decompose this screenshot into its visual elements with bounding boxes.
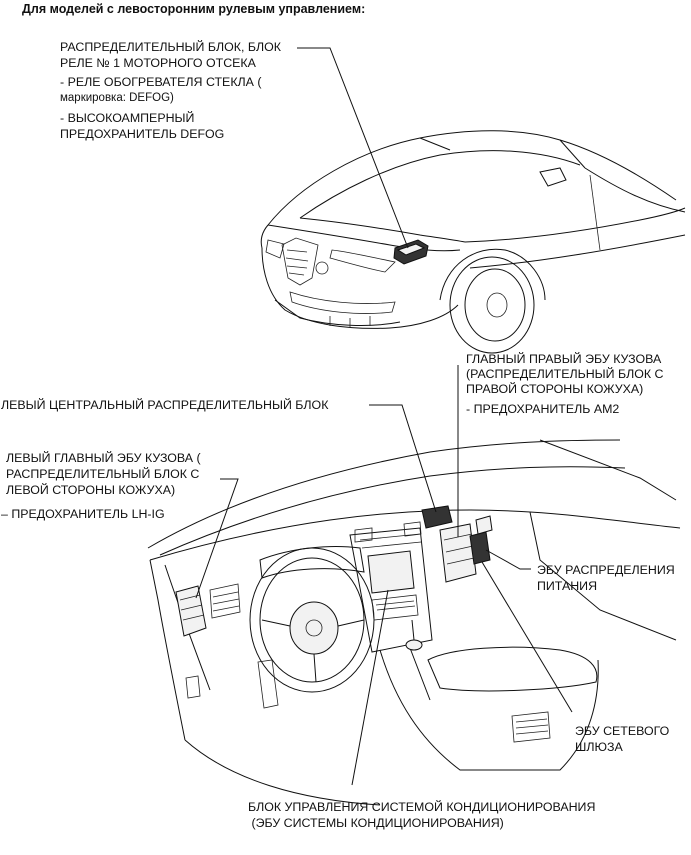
label-right-ecu-line1: ГЛАВНЫЙ ПРАВЫЙ ЭБУ КУЗОВА bbox=[466, 352, 662, 366]
left-main-body-ecu-shape bbox=[175, 585, 207, 637]
label-right-ecu-line2: (РАСПРЕДЕЛИТЕЛЬНЫЙ БЛОК С bbox=[466, 367, 664, 381]
leader-gateway bbox=[481, 561, 573, 713]
label-engine-block-item1b: маркировка: DEFOG) bbox=[60, 92, 174, 104]
leader-engine-block bbox=[297, 47, 409, 249]
label-left-ecu-item1: – ПРЕДОХРАНИТЕЛЬ LH-IG bbox=[1, 507, 165, 521]
label-engine-block-line2: РЕЛЕ № 1 МОТОРНОГО ОТСЕКА bbox=[60, 56, 256, 70]
label-gateway-line1: ЭБУ СЕТЕВОГО bbox=[575, 724, 670, 738]
label-engine-block-item2: - ВЫСОКОАМПЕРНЫЙ bbox=[60, 111, 195, 125]
label-engine-block-item1: - РЕЛЕ ОБОГРЕВАТЕЛЯ СТЕКЛА ( bbox=[60, 75, 262, 89]
page-title: Для моделей с левосторонним рулевым упра… bbox=[22, 2, 366, 16]
label-left-central-block: ЛЕВЫЙ ЦЕНТРАЛЬНЫЙ РАСПРЕДЕЛИТЕЛЬНЫЙ БЛОК bbox=[1, 398, 329, 412]
label-right-ecu-line3: ПРАВОЙ СТОРОНЫ КОЖУХА) bbox=[466, 382, 644, 396]
label-ac-control-line2: (ЭБУ СИСТЕМЫ КОНДИЦИОНИРОВАНИЯ) bbox=[248, 816, 504, 830]
leader-left-central bbox=[369, 404, 437, 513]
interior-dashboard-drawing bbox=[147, 439, 681, 806]
leader-left-ecu bbox=[195, 478, 239, 599]
label-left-ecu-line1: ЛЕВЫЙ ГЛАВНЫЙ ЭБУ КУЗОВА ( bbox=[6, 451, 201, 465]
car-exterior-drawing bbox=[260, 130, 686, 354]
label-gateway-line2: ШЛЮЗА bbox=[575, 740, 623, 754]
label-power-dist-line1: ЭБУ РАСПРЕДЕЛЕНИЯ bbox=[537, 563, 675, 577]
label-left-ecu-line3: ЛЕВОЙ СТОРОНЫ КОЖУХА) bbox=[6, 483, 176, 497]
label-ac-control-line1: БЛОК УПРАВЛЕНИЯ СИСТЕМОЙ КОНДИЦИОНИРОВАН… bbox=[248, 800, 596, 814]
label-left-ecu-line2: РАСПРЕДЕЛИТЕЛЬНЫЙ БЛОК С bbox=[6, 467, 200, 481]
leader-power-dist bbox=[485, 549, 531, 570]
label-right-ecu-item1: - ПРЕДОХРАНИТЕЛЬ AM2 bbox=[466, 402, 620, 416]
label-power-dist-line2: ПИТАНИЯ bbox=[537, 579, 598, 593]
right-main-body-ecu-shape bbox=[439, 523, 477, 583]
leader-ac-control bbox=[351, 589, 389, 786]
left-central-block-shape bbox=[421, 505, 453, 529]
label-engine-block-item2b: ПРЕДОХРАНИТЕЛЬ DEFOG bbox=[60, 127, 225, 141]
label-engine-block-line1: РАСПРЕДЕЛИТЕЛЬНЫЙ БЛОК, БЛОК bbox=[60, 40, 281, 54]
